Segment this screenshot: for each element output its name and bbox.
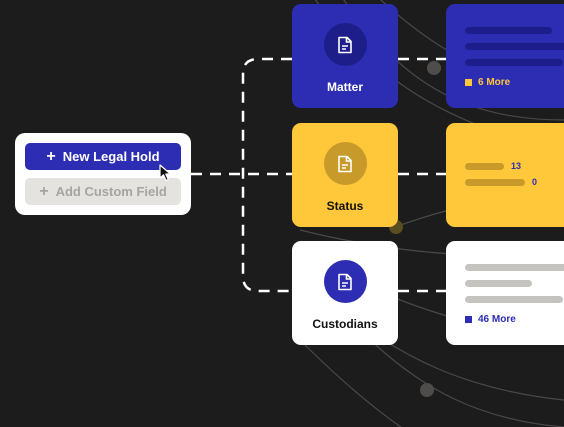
custodians-label: Custodians [312,317,378,331]
matter-card[interactable]: Matter [292,4,398,108]
node-dot [420,383,434,397]
status-detail-panel[interactable]: 13 0 [446,123,564,227]
document-icon [338,155,352,172]
status-value-bar [465,179,525,186]
placeholder-line [465,59,563,66]
document-icon [338,273,352,290]
plus-icon: + [39,182,49,200]
mouse-cursor-icon [159,164,172,182]
placeholder-line [465,43,564,50]
document-icon [338,36,352,53]
status-value-1: 13 [511,161,522,171]
status-value-bar [465,163,504,170]
status-card[interactable]: Status [292,123,398,227]
new-legal-hold-button[interactable]: + New Legal Hold [25,143,181,170]
placeholder-line [465,264,564,271]
matter-more-link[interactable]: 6 More [465,77,510,88]
status-label: Status [326,199,364,213]
custodians-icon-circle [323,260,367,303]
add-custom-field-label: Add Custom Field [55,184,167,199]
square-bullet-icon [465,316,472,323]
node-dot [427,61,441,75]
placeholder-line [465,27,552,34]
status-icon-circle [323,142,367,185]
matter-detail-panel[interactable]: 6 More [446,4,564,108]
placeholder-line [465,296,563,303]
custodians-more-link[interactable]: 46 More [465,314,516,325]
plus-icon: + [46,147,56,165]
placeholder-line [465,280,532,287]
dashed-connectors [191,57,446,293]
custodians-detail-panel[interactable]: 46 More [446,241,564,345]
square-bullet-icon [465,79,472,86]
new-legal-hold-label: New Legal Hold [62,149,160,164]
custodians-card[interactable]: Custodians [292,241,398,345]
status-value-2: 0 [532,177,538,187]
matter-more-text: 6 More [478,77,511,88]
matter-label: Matter [326,80,363,94]
matter-icon-circle [323,23,367,66]
add-custom-field-button[interactable]: + Add Custom Field [25,178,181,205]
custodians-more-text: 46 More [478,314,516,325]
